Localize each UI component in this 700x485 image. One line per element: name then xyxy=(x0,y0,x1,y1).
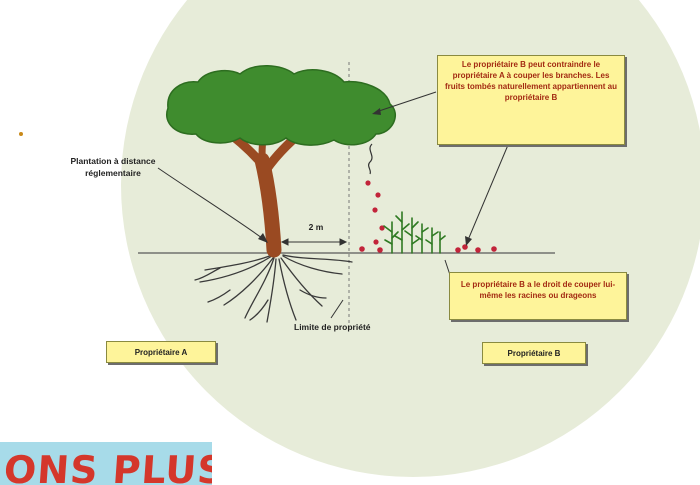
property-limit-label: Limite de propriété xyxy=(294,322,371,332)
tree-canopy xyxy=(165,65,396,146)
plantation-label: Plantation à distance réglementaire xyxy=(70,156,156,178)
owner-b-box: Propriétaire B xyxy=(482,342,586,364)
roots-note: Le propriétaire B a le droit de couper l… xyxy=(449,272,627,320)
fruits xyxy=(359,180,497,253)
branches-note: Le propriétaire B peut contraindre le pr… xyxy=(437,55,625,145)
distance-label: 2 m xyxy=(308,222,324,232)
decorative-dot xyxy=(19,132,23,136)
distance-dimension xyxy=(280,238,348,246)
falling-motion-mark xyxy=(367,143,373,175)
banner-text: ONS PLUS xyxy=(2,448,212,485)
drageons xyxy=(383,211,446,254)
bottom-banner: ONS PLUS xyxy=(0,442,212,485)
owner-a-box: Propriétaire A xyxy=(106,341,216,363)
tree-roots xyxy=(194,254,353,323)
arrow-heads xyxy=(258,108,472,246)
